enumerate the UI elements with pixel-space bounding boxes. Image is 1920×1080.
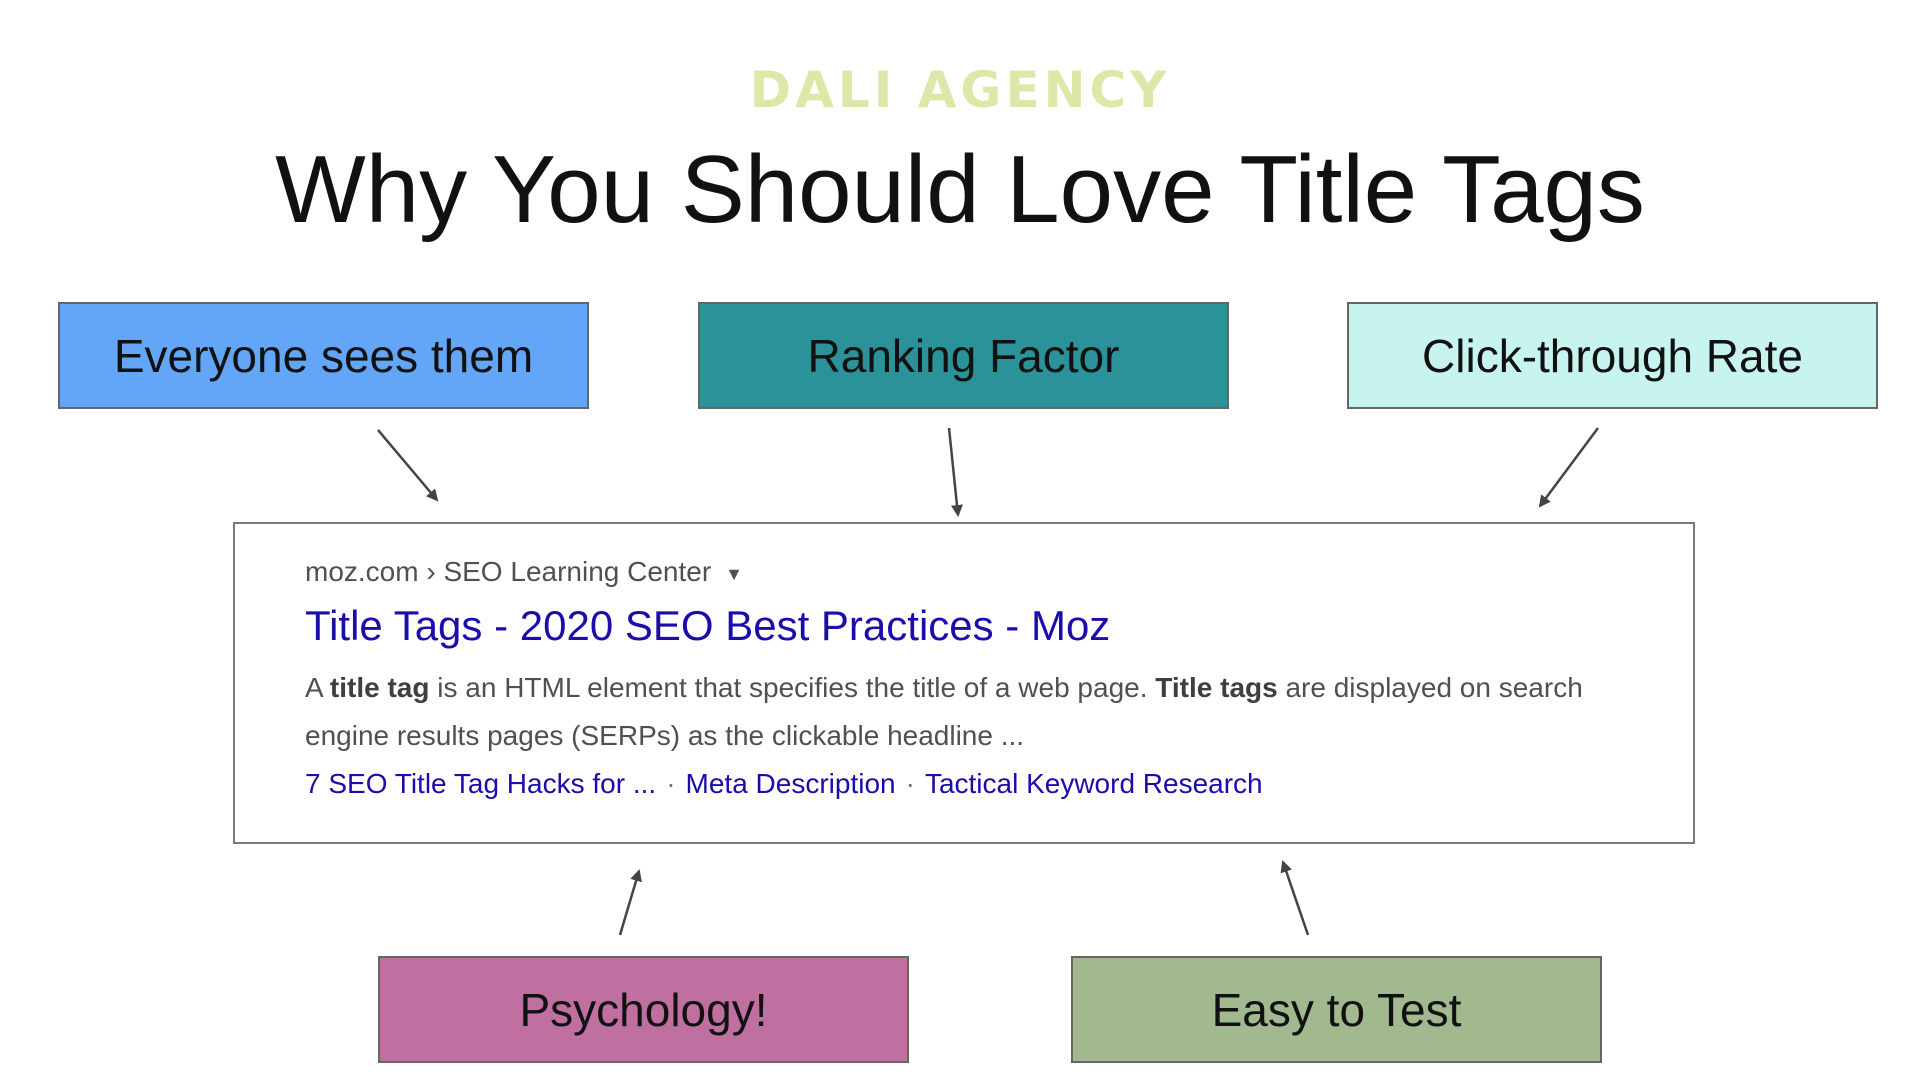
ranking-factor-label: Ranking Factor <box>807 329 1120 382</box>
page-title: Why You Should Love Title Tags <box>275 136 1645 243</box>
serp-desc-part-1: A <box>305 672 330 703</box>
sitelink-separator: · <box>905 768 915 799</box>
easy-to-test-box: Easy to Test <box>1071 956 1602 1063</box>
serp-result-card: moz.com › SEO Learning Center ▼ Title Tag… <box>233 522 1695 844</box>
serp-desc-bold-1: title tag <box>329 672 430 703</box>
serp-sitelinks: 7 SEO Title Tag Hacks for ... · Meta Descr… <box>305 764 1263 804</box>
click-through-rate-box: Click-through Rate <box>1347 302 1878 409</box>
arrow-ranking-to-serp <box>947 427 963 517</box>
easy-to-test-label: Easy to Test <box>1211 983 1462 1036</box>
arrow-easy-to-serp <box>1280 860 1310 936</box>
serp-desc-part-2: is an HTML element that specifies the ti… <box>429 672 1156 703</box>
serp-desc-bold-2: Title tags <box>1155 672 1278 703</box>
arrow-ctr-to-serp <box>1538 427 1600 508</box>
serp-description: A title tag is an HTML element that spec… <box>305 664 1645 760</box>
serp-breadcrumb-text[interactable]: moz.com › SEO Learning Center <box>305 556 712 587</box>
serp-breadcrumb: moz.com › SEO Learning Center ▼ <box>305 554 743 592</box>
psychology-label: Psychology! <box>519 983 768 1036</box>
serp-title-link[interactable]: Title Tags - 2020 SEO Best Practices - M… <box>305 602 1111 649</box>
arrow-everyone-to-serp <box>377 429 439 502</box>
watermark-logo: DALI AGENCY <box>749 61 1171 119</box>
sitelink-title-tag-hacks[interactable]: 7 SEO Title Tag Hacks for ... <box>305 768 657 799</box>
ranking-factor-box: Ranking Factor <box>698 302 1229 409</box>
sitelink-separator: · <box>666 768 676 799</box>
sitelink-meta-description[interactable]: Meta Description <box>685 768 896 799</box>
sitelink-tactical-keyword-research[interactable]: Tactical Keyword Research <box>924 768 1263 799</box>
caret-down-icon[interactable]: ▼ <box>725 563 743 584</box>
everyone-sees-them-box: Everyone sees them <box>58 302 589 409</box>
click-through-rate-label: Click-through Rate <box>1422 329 1803 382</box>
serp-desc-part-3: are displayed on search engine results p… <box>305 672 1583 751</box>
arrow-psychology-to-serp <box>618 869 642 936</box>
everyone-sees-them-label: Everyone sees them <box>113 329 534 382</box>
psychology-box: Psychology! <box>378 956 909 1063</box>
